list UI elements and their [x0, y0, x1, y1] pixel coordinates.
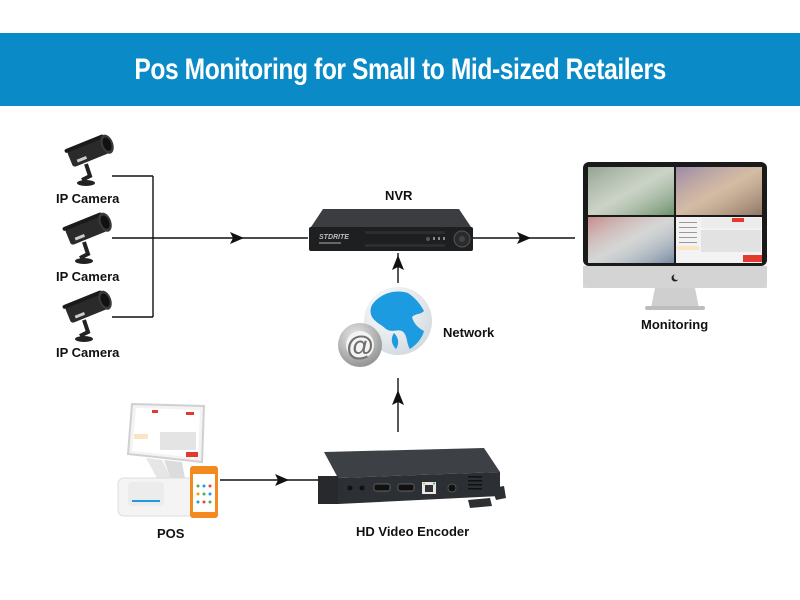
svg-text:@: @	[346, 330, 373, 361]
ip-camera-2	[58, 206, 118, 268]
nvr-recorder-icon: STDRITE	[309, 209, 473, 251]
arrow-nvr-to-monitor	[517, 232, 531, 244]
svg-text:STDRITE: STDRITE	[319, 234, 349, 241]
arrow-pos-to-encoder	[275, 474, 289, 486]
pos-label: POS	[157, 526, 185, 541]
network-globe: @	[334, 283, 434, 375]
globe-at-sign-icon: @	[338, 287, 432, 367]
ip-camera-3	[58, 284, 118, 346]
monitoring-label: Monitoring	[641, 317, 709, 332]
page-title: Pos Monitoring for Small to Mid-sized Re…	[134, 52, 666, 86]
pos-terminal-icon	[117, 402, 218, 518]
ip-camera-1	[60, 128, 120, 190]
arrow-network-to-nvr	[392, 255, 404, 270]
arrow-encoder-to-network	[392, 390, 404, 405]
cctv-camera-icon	[62, 290, 112, 342]
nvr-device: STDRITE	[305, 205, 477, 255]
arrow-cameras-to-nvr	[230, 232, 244, 244]
network-label: Network	[443, 325, 495, 340]
video-encoder-icon	[318, 448, 506, 508]
monitor-device	[583, 162, 767, 312]
pos-terminal	[112, 400, 228, 522]
nvr-label: NVR	[385, 188, 413, 203]
ip-camera-2-label: IP Camera	[56, 269, 120, 284]
hd-video-encoder	[318, 438, 508, 514]
title-banner: Pos Monitoring for Small to Mid-sized Re…	[0, 33, 800, 106]
hd-video-encoder-label: HD Video Encoder	[356, 524, 470, 539]
cctv-camera-icon	[62, 212, 112, 264]
cctv-camera-icon	[64, 134, 114, 186]
desktop-monitor-icon	[583, 162, 767, 310]
ip-camera-3-label: IP Camera	[56, 345, 120, 360]
ip-camera-1-label: IP Camera	[56, 191, 120, 206]
